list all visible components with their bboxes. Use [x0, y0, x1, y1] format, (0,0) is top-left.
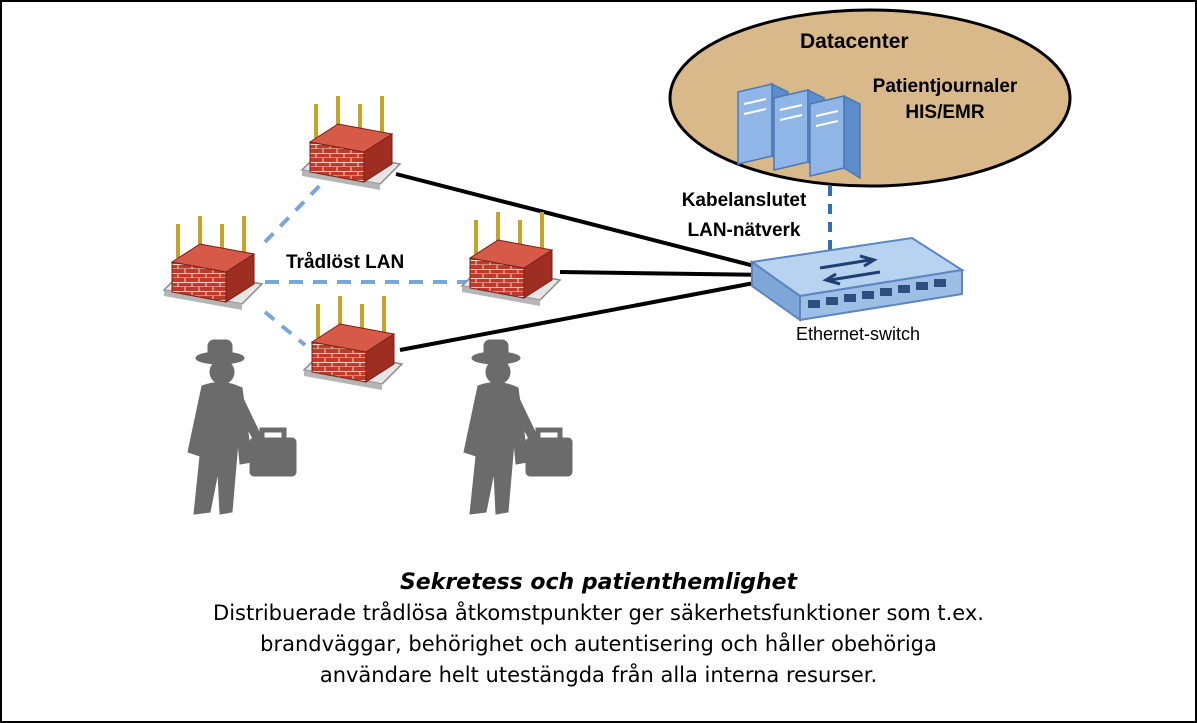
firewall-access-point-icon	[460, 210, 562, 308]
caption-line: användare helt utestängda från alla inte…	[319, 663, 878, 687]
wireless-lan-label: Trådlöst LAN	[286, 252, 404, 273]
caption-line: Distribuerade trådlösa åtkomstpunkter ge…	[213, 601, 984, 625]
wired-links	[395, 172, 771, 352]
wired-lan-label-line2: LAN-nätverk	[688, 220, 801, 241]
wired-lan-label-line1: Kabelanslutet	[682, 190, 807, 211]
datacenter-label: Datacenter	[800, 30, 909, 53]
switch-label: Ethernet-switch	[796, 324, 920, 344]
firewall-access-point-icon	[302, 294, 404, 392]
firewall-access-point-icon	[162, 214, 264, 312]
person-with-briefcase-icon	[188, 340, 296, 514]
wireless-links	[263, 173, 470, 347]
caption-line: brandväggar, behörighet och autentiserin…	[260, 632, 937, 656]
caption-title: Sekretess och patienthemlighet	[399, 570, 798, 595]
ethernet-switch-icon	[749, 236, 965, 322]
figure-caption: Sekretess och patienthemlighet Distribue…	[0, 568, 1197, 691]
person-with-briefcase-icon	[464, 340, 572, 514]
records-label-line2: HIS/EMR	[905, 102, 984, 123]
firewall-access-point-icon	[300, 94, 402, 192]
records-label-line1: Patientjournaler	[873, 76, 1018, 97]
